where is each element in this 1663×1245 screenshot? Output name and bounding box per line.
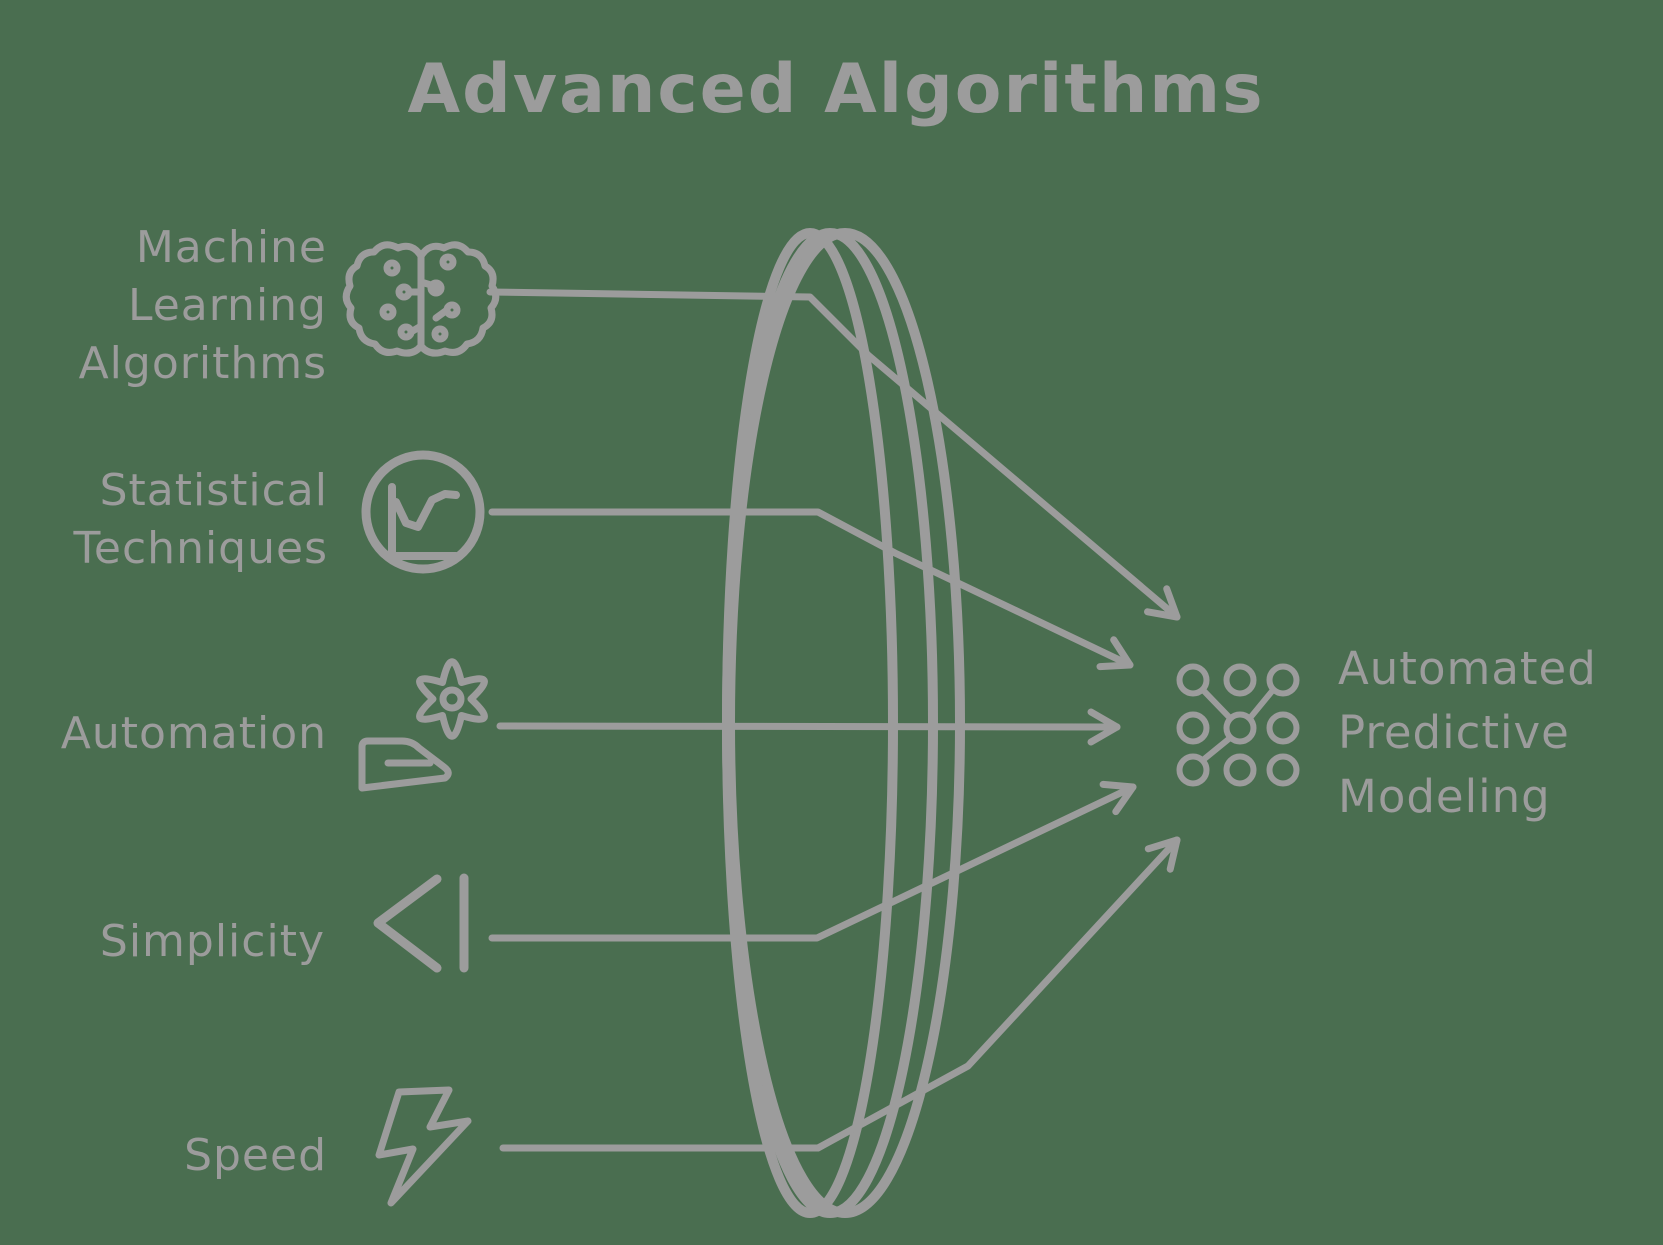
- ray-simplicity: [488, 783, 1137, 942]
- input-label-line: Learning: [128, 280, 327, 331]
- input-label-line: Techniques: [73, 523, 328, 574]
- output-label-line: Predictive: [1338, 706, 1570, 759]
- input-label-line: Statistical: [100, 465, 328, 516]
- ray-speed: [499, 836, 1181, 1152]
- output-label-line: Modeling: [1338, 770, 1551, 823]
- input-machine-learning-algorithms: Machine Learning Algorithms: [79, 222, 500, 389]
- input-speed: Speed: [184, 1086, 472, 1207]
- chevron-bar-icon: [373, 873, 469, 973]
- output-automated-predictive-modeling: Automated Predictive Modeling: [1176, 642, 1597, 823]
- input-automation: Automation: [61, 658, 488, 792]
- input-statistical-techniques: Statistical Techniques: [73, 450, 485, 574]
- brain-circuit-icon: [342, 241, 500, 357]
- input-simplicity: Simplicity: [100, 873, 469, 973]
- network-nodes-icon: [1176, 663, 1300, 787]
- input-label-line: Algorithms: [79, 338, 327, 389]
- arrowhead: [1096, 636, 1134, 671]
- line-chart-circle-icon: [361, 450, 485, 574]
- ray-statistical: [488, 508, 1134, 669]
- ray-machine-learning: [486, 288, 1181, 621]
- converging-rays: [486, 288, 1181, 1152]
- lightning-bolt-icon: [375, 1086, 472, 1207]
- arrowhead: [1144, 836, 1181, 873]
- input-label-line: Automation: [61, 708, 327, 759]
- arrowhead: [1087, 708, 1121, 746]
- input-label-line: Machine: [136, 222, 327, 273]
- arrowhead: [1144, 585, 1181, 621]
- gear-and-robot-arm-icon: [358, 658, 488, 792]
- diagram-title: Advanced Algorithms: [407, 50, 1264, 129]
- input-label-line: Simplicity: [100, 916, 325, 967]
- ray-automation: [496, 722, 1121, 731]
- input-label-line: Speed: [184, 1130, 327, 1181]
- arrowhead: [1099, 780, 1137, 816]
- output-label-line: Automated: [1338, 642, 1597, 695]
